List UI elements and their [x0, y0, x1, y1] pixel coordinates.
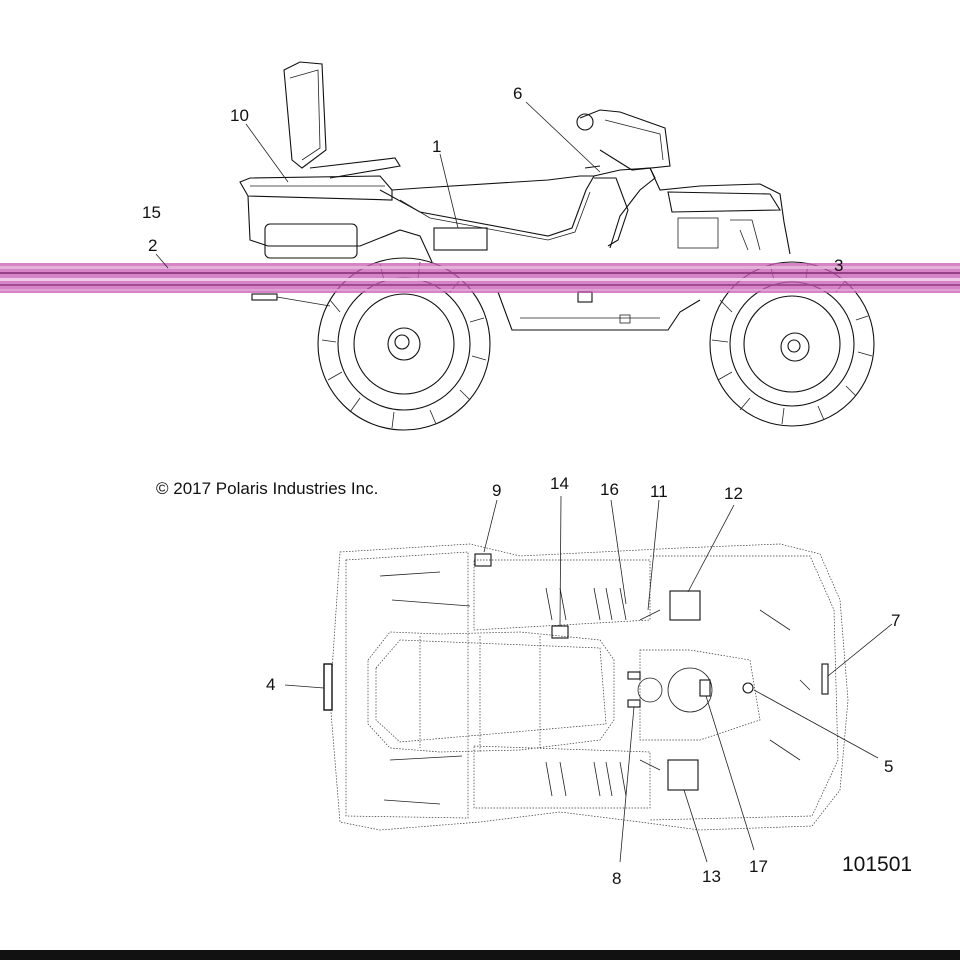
callout-13: 13 — [702, 867, 721, 886]
callout-11: 11 — [650, 482, 668, 501]
decal-13-rect — [667, 759, 699, 791]
reference-number: 101501 — [842, 853, 912, 876]
bottom-border-bar — [0, 950, 960, 960]
callout-15: 15 — [142, 203, 161, 222]
callout-3: 3 — [834, 256, 843, 275]
callout-8: 8 — [612, 869, 621, 888]
decal-17-rect — [699, 679, 711, 697]
copyright-text: © 2017 Polaris Industries Inc. — [156, 479, 378, 498]
decal-14-rect — [551, 625, 569, 639]
callout-labels: 1 2 3 4 5 6 7 8 9 10 11 12 13 14 15 16 1… — [142, 84, 900, 888]
decal-2-rect — [251, 293, 278, 301]
decal-5-circle — [742, 682, 754, 694]
callout-12: 12 — [724, 484, 743, 503]
decal-4-rect — [323, 663, 333, 711]
callout-7: 7 — [891, 611, 900, 630]
callout-9: 9 — [492, 481, 501, 500]
decal-7-rect — [821, 663, 829, 695]
top-view — [284, 495, 893, 863]
callout-6: 6 — [513, 84, 522, 103]
callout-14: 14 — [550, 474, 569, 493]
callout-2: 2 — [148, 236, 157, 255]
decal-1-rect — [433, 227, 488, 251]
decal-12-rect — [669, 590, 701, 621]
callout-10: 10 — [230, 106, 249, 125]
callout-1: 1 — [432, 137, 441, 156]
callout-16: 16 — [600, 480, 619, 499]
decal-8-rect — [627, 671, 641, 680]
callout-17: 17 — [749, 857, 768, 876]
decal-8b-rect — [627, 699, 641, 708]
side-view — [0, 61, 960, 431]
decal-9-rect — [474, 553, 492, 567]
rear-wheel — [317, 257, 491, 431]
callout-5: 5 — [884, 757, 893, 776]
callout-4: 4 — [266, 675, 275, 694]
